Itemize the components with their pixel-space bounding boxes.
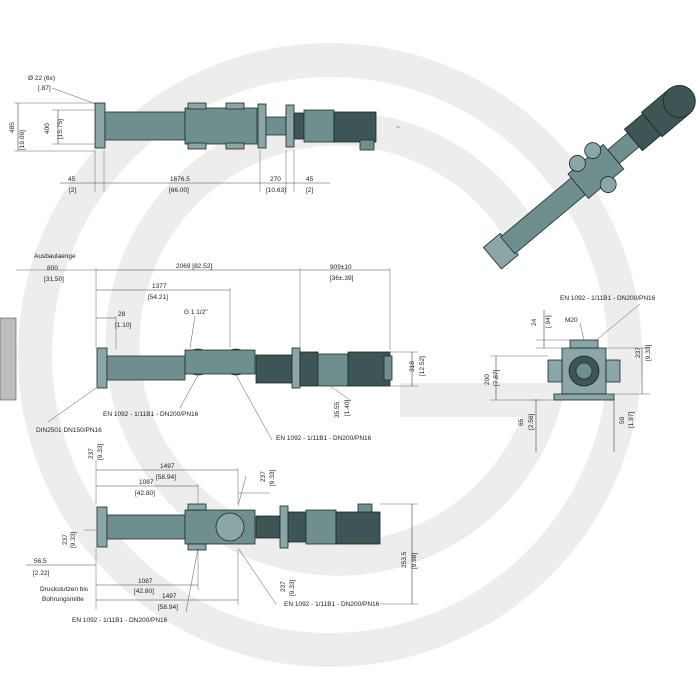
dim-1497-bottom-inch: [58.94] bbox=[158, 604, 178, 611]
flange-en-label-a: EN 1092 - 1/11B1 - DN200/PN16 bbox=[103, 411, 199, 418]
dim-237-d: 237 bbox=[280, 581, 287, 592]
dim-1377: 1377 bbox=[152, 283, 167, 290]
dim-237-b-inch: [9.33] bbox=[269, 470, 276, 486]
dim-1087-bottom-inch: [42.80] bbox=[134, 588, 154, 595]
dim-253-inch: [9.98] bbox=[411, 553, 418, 569]
dim-50-inch: [1.97] bbox=[628, 412, 635, 428]
dim-24: 24 bbox=[531, 318, 538, 326]
dim-total: 2069 [82.52] bbox=[176, 263, 212, 270]
dim-485: 485 bbox=[9, 122, 16, 133]
hole-dia-inch: [.87] bbox=[38, 85, 51, 92]
isometric-view bbox=[482, 84, 696, 270]
dim-237-d-inch: [9.33] bbox=[289, 580, 296, 596]
end-flange-label: EN 1092 - 1/11B1 - DN200/PN16 bbox=[560, 295, 656, 302]
dim-45-left-inch: [2] bbox=[69, 187, 76, 194]
top-view: Ø 22 (6x) [.87] 485 [19.09] 400 [15.75] … bbox=[9, 75, 400, 194]
dim-45-right-inch: [2] bbox=[306, 187, 313, 194]
druck-label-1: Druckstutzen bis bbox=[40, 586, 89, 593]
flange-en-label-d: EN 1092 - 1/11B1 - DN200/PN16 bbox=[72, 617, 168, 624]
dim-50: 50 bbox=[619, 416, 626, 424]
dim-1087-bottom: 1087 bbox=[138, 578, 153, 585]
flange-en-label-c: EN 1092 - 1/11B1 - DN200/PN16 bbox=[284, 601, 380, 608]
dim-909: 909±10 bbox=[330, 264, 352, 271]
pump-end-section bbox=[547, 339, 621, 401]
side-view: Ausbaulaenge 800 [31,50] 2069 [82.52] 90… bbox=[0, 253, 426, 442]
dim-1497-top: 1497 bbox=[160, 463, 175, 470]
dim-28-inch: [1.10] bbox=[115, 322, 131, 329]
dim-400-inch: [15.75] bbox=[57, 119, 64, 139]
dim-237: 237 bbox=[635, 347, 642, 358]
flange-din-label: DIN2501 DN150/PN16 bbox=[36, 427, 102, 434]
wall-hatch bbox=[0, 317, 17, 401]
end-view: EN 1092 - 1/11B1 - DN200/PN16 24 [.94] M… bbox=[484, 295, 656, 452]
dim-45-left: 45 bbox=[68, 176, 76, 183]
dim-1497-bottom: 1497 bbox=[162, 593, 177, 600]
dim-237-inch: [9.33] bbox=[645, 345, 652, 361]
pump-assembly-side bbox=[96, 347, 393, 389]
dim-318: 318 bbox=[409, 361, 416, 372]
dim-237-a-inch: [9.33] bbox=[97, 444, 104, 460]
dim-65: 65 bbox=[518, 418, 525, 426]
dim-400: 400 bbox=[44, 123, 51, 134]
dim-200-inch: [7.87] bbox=[493, 370, 500, 386]
hole-dia-label: Ø 22 (6x) bbox=[28, 75, 55, 82]
druck-label-2: Bohrungsmitte bbox=[42, 596, 84, 603]
dim-65-inch: [2.56] bbox=[528, 414, 535, 430]
pump-assembly-bottom bbox=[96, 503, 381, 551]
ausbau-inch: [31,50] bbox=[44, 276, 64, 283]
dim-1377-inch: [54.21] bbox=[148, 294, 168, 301]
flange-en-label-b: EN 1092 - 1/11B1 - DN200/PN16 bbox=[276, 435, 372, 442]
dim-318-inch: [12.52] bbox=[419, 356, 426, 376]
end-dimensions bbox=[490, 303, 650, 452]
ausbau-value: 800 bbox=[47, 265, 58, 272]
dim-253: 253.5 bbox=[401, 551, 408, 568]
dim-1497-top-inch: [58.94] bbox=[156, 474, 176, 481]
dim-270: 270 bbox=[270, 176, 281, 183]
dim-56: 56.5 bbox=[34, 558, 47, 565]
top-dimensions bbox=[14, 87, 330, 192]
dim-270-inch: [10.63] bbox=[266, 187, 286, 194]
dim-24-inch: [.94] bbox=[545, 315, 552, 328]
dim-485-inch: [19.09] bbox=[19, 130, 26, 150]
thread-label: G 1 1/2" bbox=[184, 309, 208, 316]
dim-1087-top-inch: [42.80] bbox=[135, 490, 155, 497]
dim-237-b: 237 bbox=[260, 471, 267, 482]
dim-28: 28 bbox=[118, 311, 126, 318]
bottom-dimensions bbox=[26, 460, 418, 613]
dim-200: 200 bbox=[484, 374, 491, 385]
bottom-view: 237 [9.33] 1497 [58.94] 1087 [42.80] 237… bbox=[26, 444, 418, 624]
dim-1676: 1676.5 bbox=[170, 176, 190, 183]
dim-237-c-inch: [9.33] bbox=[70, 532, 77, 548]
ausbau-label: Ausbaulaenge bbox=[34, 253, 76, 260]
dim-35: 35.55 bbox=[334, 401, 341, 418]
side-dimensions bbox=[16, 268, 418, 441]
m20-label: M20 bbox=[565, 317, 578, 324]
dim-909-inch: [36±.39] bbox=[330, 275, 354, 282]
dim-35-inch: [1.40] bbox=[344, 400, 351, 416]
pump-assembly-top bbox=[94, 102, 400, 151]
dim-1087-top: 1087 bbox=[139, 479, 154, 486]
dim-1676-inch: [66.00] bbox=[169, 187, 189, 194]
dim-56-inch: [2.22] bbox=[33, 570, 49, 577]
dim-237-a: 237 bbox=[88, 448, 95, 459]
dim-237-c: 237 bbox=[62, 534, 69, 545]
dim-45-right: 45 bbox=[306, 176, 314, 183]
